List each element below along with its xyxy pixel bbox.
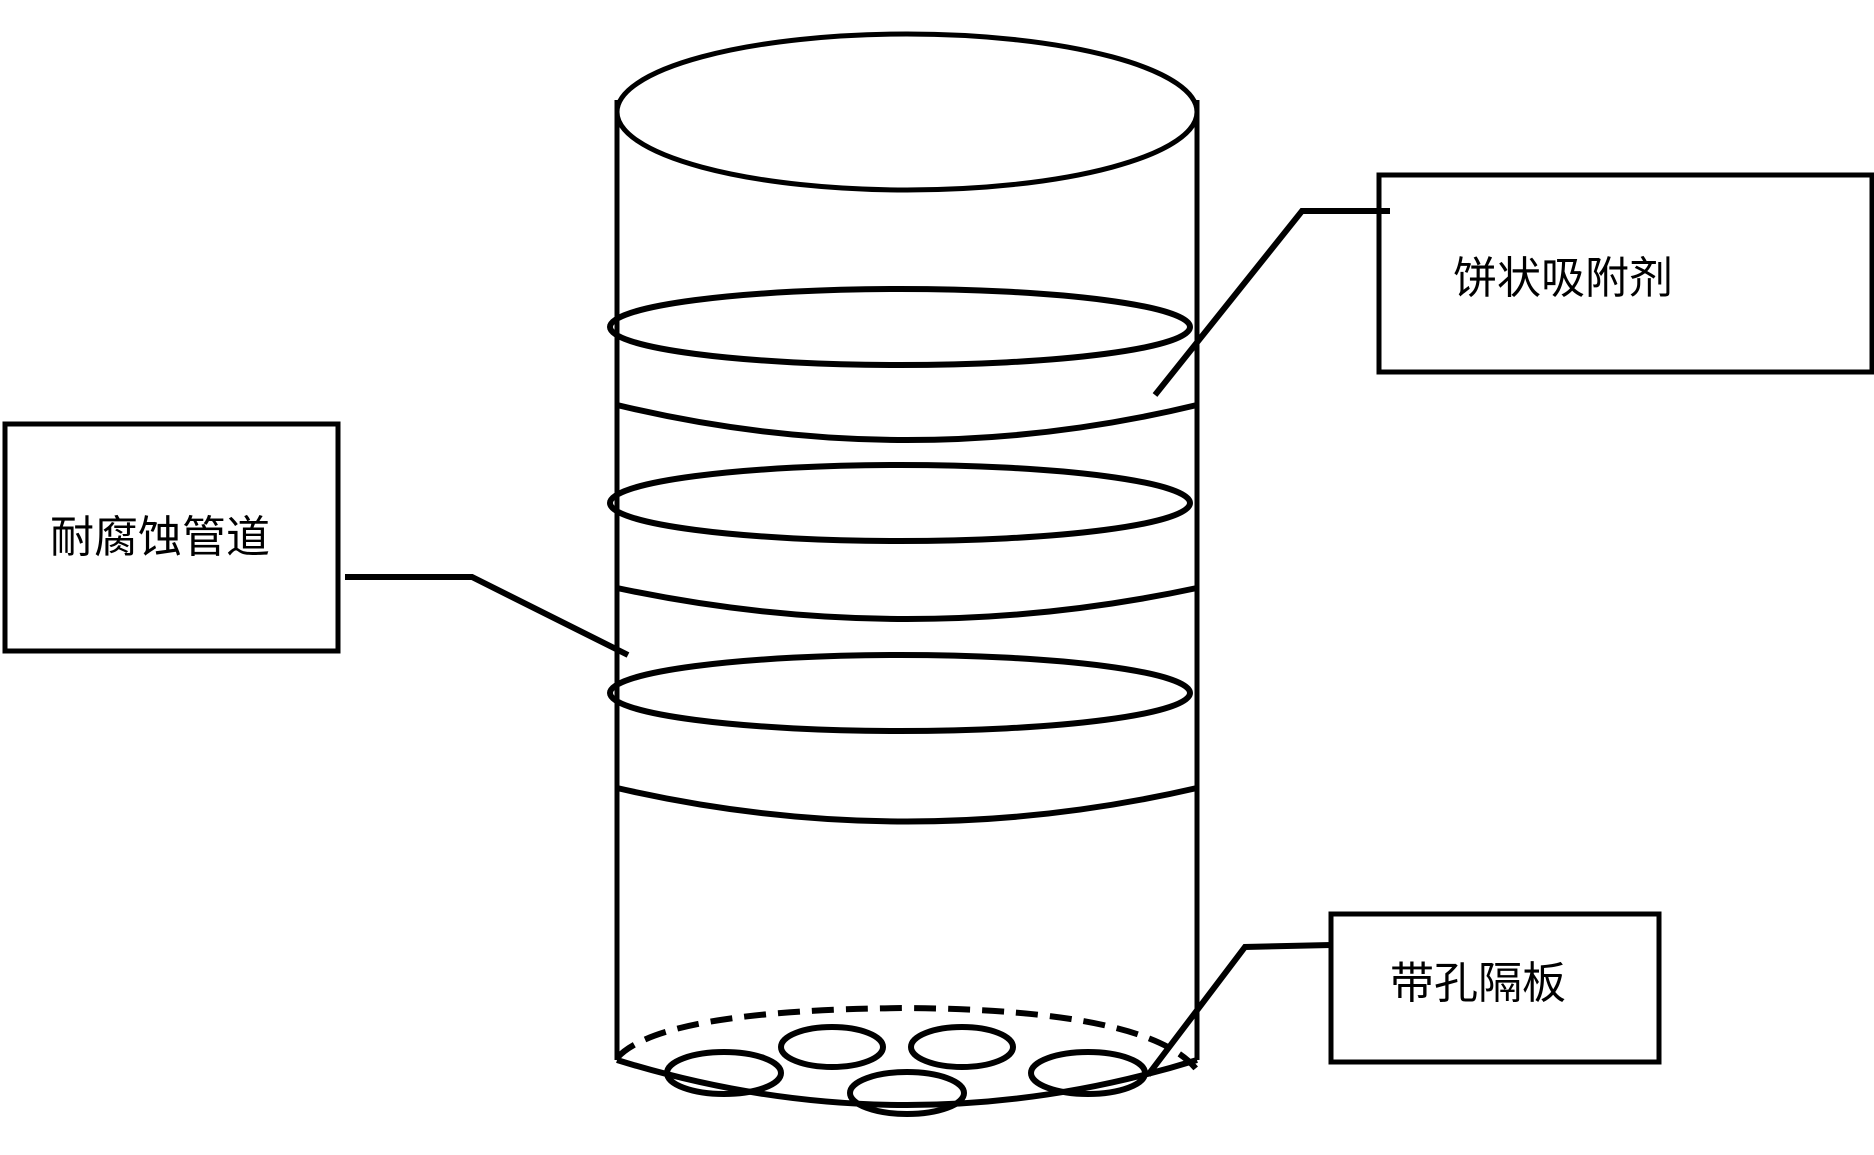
pipe-label: 耐腐蚀管道 (50, 512, 270, 563)
plate-leader-line (1145, 942, 1332, 1077)
adsorbent-label-box (1376, 172, 1874, 375)
adsorbent-leader-line (1152, 208, 1390, 397)
plate-front-edge (616, 1057, 1198, 1108)
perforated-plate (614, 1004, 1200, 1117)
callout-pipe: 耐腐蚀管道 (2, 421, 630, 658)
plate-hole-2 (778, 1024, 886, 1070)
disc-1-top (607, 286, 1193, 368)
disc-2-top (607, 462, 1193, 544)
disc-2-bottom-edge (616, 585, 1198, 622)
callout-plate: 带孔隔板 (1145, 911, 1662, 1077)
plate-hole-5 (847, 1069, 967, 1117)
plate-hole-1 (664, 1049, 784, 1097)
plate-label-box (1328, 911, 1662, 1065)
disc-1-bottom-edge (616, 402, 1198, 443)
adsorbent-label: 饼状吸附剂 (1453, 253, 1673, 304)
callout-adsorbent: 饼状吸附剂 (1152, 172, 1874, 397)
adsorbent-disc-1 (607, 286, 1198, 443)
pipe-cylinder (614, 31, 1200, 1060)
disc-3-bottom-edge (616, 785, 1198, 825)
adsorbent-disc-2 (607, 462, 1198, 622)
plate-hole-4 (1028, 1049, 1148, 1097)
pipe-top-opening (614, 31, 1200, 193)
plate-label: 带孔隔板 (1390, 958, 1566, 1009)
pipe-label-box (2, 421, 341, 654)
disc-3-top (607, 652, 1193, 734)
plate-back-edge-dashed (614, 1004, 1200, 1072)
adsorbent-disc-3 (607, 652, 1198, 825)
plate-hole-3 (908, 1024, 1016, 1070)
pipe-leader-line (345, 574, 630, 658)
